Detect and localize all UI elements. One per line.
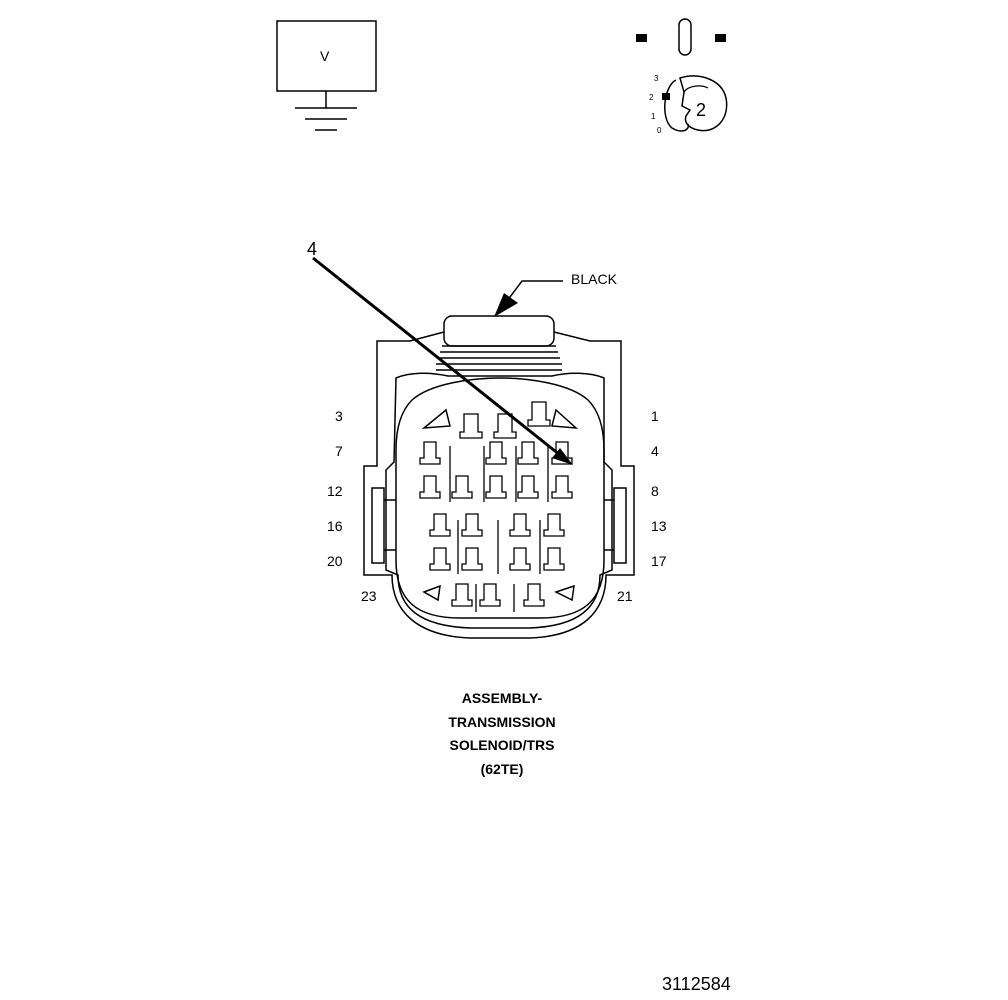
pin-label-right: 17: [651, 553, 667, 569]
connector-color-label: BLACK: [571, 271, 618, 287]
caption-line: ASSEMBLY-: [462, 690, 543, 706]
pin-label-left: 7: [335, 443, 343, 459]
caption-line: SOLENOID/TRS: [449, 737, 554, 753]
pin-label-right: 13: [651, 518, 667, 534]
selector-position-1: 1: [651, 112, 656, 121]
caption-line: (62TE): [481, 761, 524, 777]
pin-label-right: 4: [651, 443, 659, 459]
callout-number: 4: [307, 239, 317, 259]
selector-setting: 2: [696, 100, 706, 120]
selector-knob-icon: [636, 18, 728, 132]
pin-label-right: 1: [651, 408, 659, 424]
pin-label-left: 23: [361, 588, 377, 604]
pin-label-left: 3: [335, 408, 343, 424]
pin-label-left: 16: [327, 518, 343, 534]
selector-position-2: 2: [649, 93, 654, 102]
selector-position-0: 0: [657, 126, 662, 135]
pin-label-right: 21: [617, 588, 633, 604]
pin-label-left: 20: [327, 553, 343, 569]
pin-label-left: 12: [327, 483, 343, 499]
pin-label-right: 8: [651, 483, 659, 499]
terminal-cavities: [419, 401, 573, 612]
color-leader-arrow: [494, 280, 563, 317]
caption-line: TRANSMISSION: [448, 714, 555, 730]
voltmeter-symbol: [276, 20, 377, 131]
connector-face: [363, 315, 635, 639]
figure-number: 3112584: [662, 974, 731, 994]
selector-position-3: 3: [654, 74, 659, 83]
voltmeter-label: V: [320, 48, 330, 64]
callout-arrow: [312, 256, 573, 465]
